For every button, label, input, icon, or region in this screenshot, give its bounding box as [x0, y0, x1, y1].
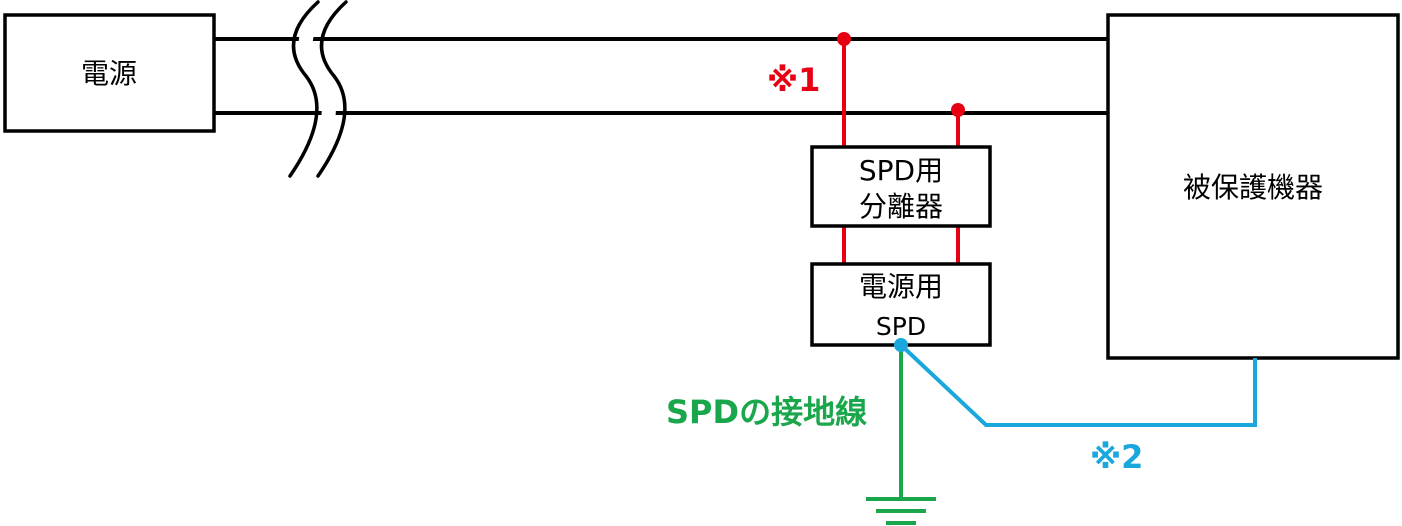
grounding-wire-label: SPDの接地線 — [666, 393, 867, 431]
note2-label: ※2 — [1090, 438, 1143, 476]
ground-symbol-icon — [866, 497, 936, 525]
wire-break-icon — [288, 0, 348, 180]
protected-equipment-box: 被保護機器 — [1106, 13, 1400, 360]
spd-disconnector-line1: SPD用 — [859, 154, 943, 187]
junction-dot-bottom — [951, 103, 965, 117]
power-spd-line1: 電源用 — [859, 270, 943, 303]
note1-label: ※1 — [767, 61, 820, 99]
power-source-label: 電源 — [81, 57, 137, 90]
power-source-box: 電源 — [3, 13, 216, 133]
cyan-bonding-wire — [899, 343, 1257, 427]
spd-disconnector-box: SPD用 分離器 — [810, 145, 992, 228]
power-spd-box: 電源用 SPD — [810, 262, 992, 347]
power-spd-line2: SPD — [876, 312, 926, 341]
spd-terminal-dot — [894, 338, 908, 352]
protected-equipment-label: 被保護機器 — [1183, 171, 1323, 204]
spd-disconnector-line2: 分離器 — [859, 190, 943, 223]
junction-dot-top — [837, 32, 851, 46]
